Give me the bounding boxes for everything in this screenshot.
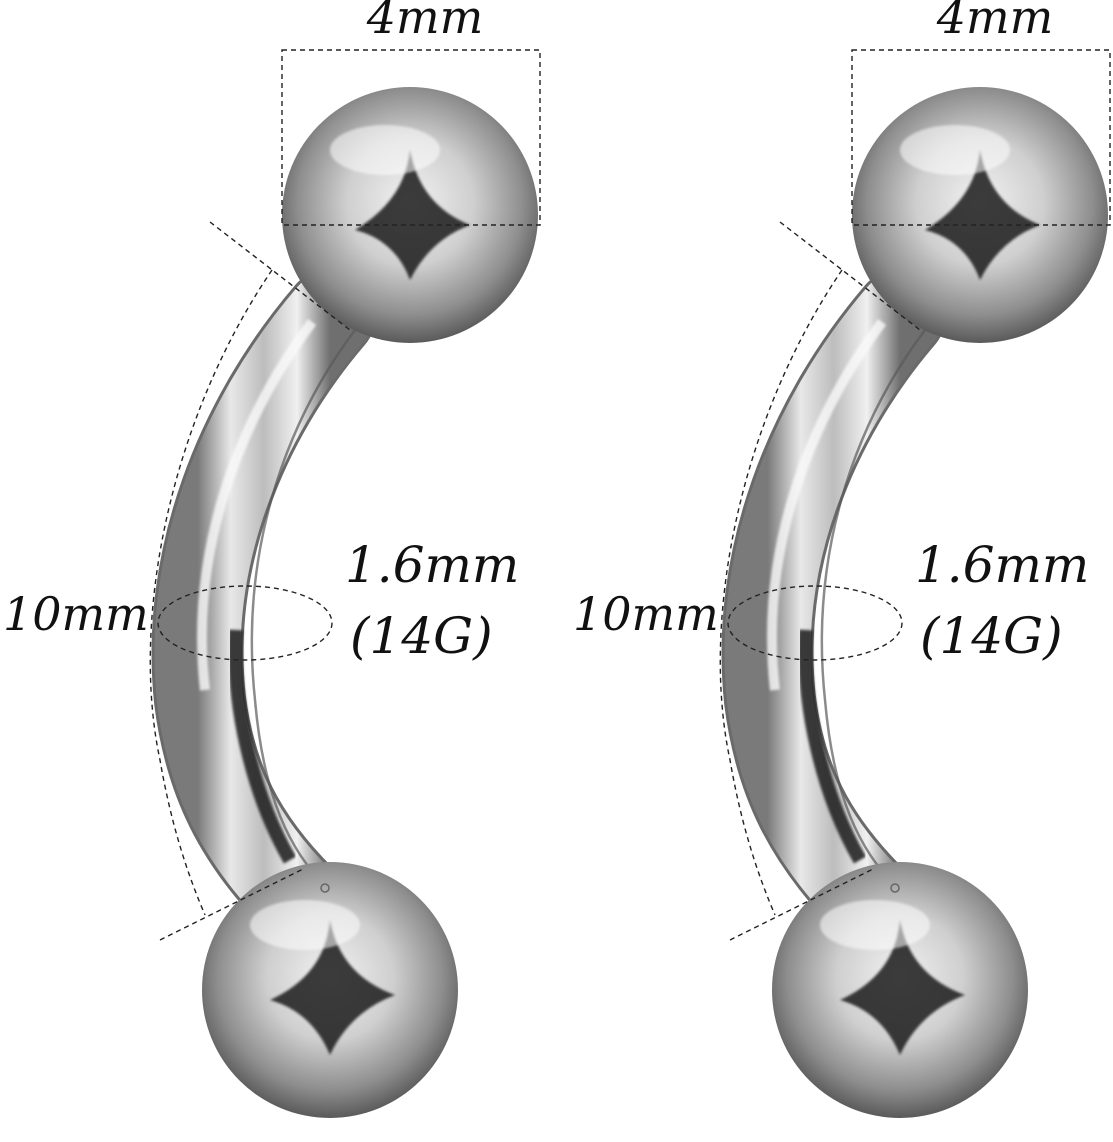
barbell-left: 4mm 10mm 1.6mm (14G)	[3, 0, 541, 1118]
curved-bar-body	[154, 272, 373, 943]
length-label: 10mm	[573, 587, 719, 641]
top-ball-reflection	[925, 150, 1040, 280]
curved-bar-highlight	[767, 319, 887, 691]
ball-diameter-label: 4mm	[936, 0, 1054, 44]
curved-bar-shadow	[798, 629, 867, 864]
ball-diameter-bracket	[281, 49, 541, 226]
bottom-ball-reflection	[840, 920, 965, 1055]
curved-bar-highlight	[197, 319, 317, 691]
length-tick-top	[779, 221, 921, 331]
bottom-ball-seam-dot	[320, 883, 330, 893]
length-tick-top	[209, 221, 351, 331]
gauge-label: (14G)	[350, 607, 493, 665]
bottom-ball-highlight	[250, 900, 360, 950]
top-ball-reflection	[355, 150, 470, 280]
bottom-ball-seam-dot	[890, 883, 900, 893]
gauge-label: (14G)	[920, 607, 1063, 665]
gauge-ellipse	[157, 585, 333, 661]
top-ball-highlight	[330, 125, 440, 175]
gauge-ellipse	[727, 585, 903, 661]
length-arc	[719, 269, 843, 916]
curved-bar-shadow	[228, 629, 297, 864]
bottom-ball-highlight	[820, 900, 930, 950]
ball-diameter-bracket	[851, 49, 1111, 226]
curved-bar-body	[724, 272, 943, 943]
gauge-mm-label: 1.6mm	[345, 536, 519, 594]
length-arc	[149, 269, 273, 916]
bottom-ball-reflection	[270, 920, 395, 1055]
ball-diameter-label: 4mm	[366, 0, 484, 44]
length-label: 10mm	[3, 587, 149, 641]
barbell-right: 4mm 10mm 1.6mm (14G)	[573, 0, 1111, 1118]
top-ball-highlight	[900, 125, 1010, 175]
gauge-mm-label: 1.6mm	[915, 536, 1089, 594]
